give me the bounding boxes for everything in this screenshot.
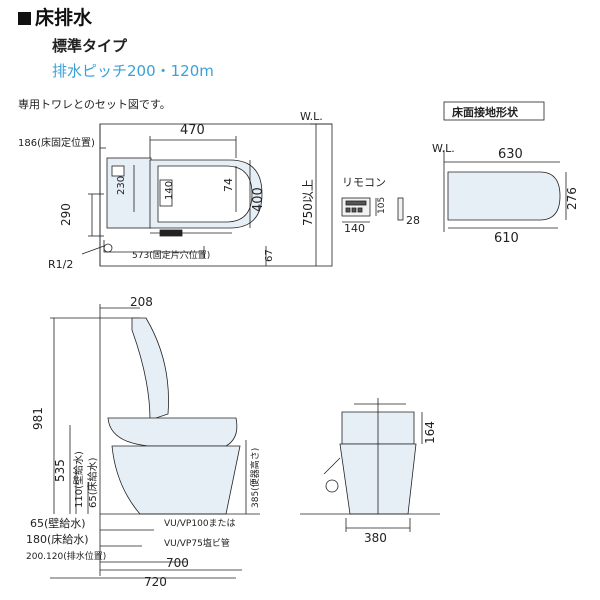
- side-dim-65v: 65(床給水): [86, 457, 99, 508]
- front-dim-164: 164: [423, 421, 437, 444]
- side-dim-535: 535: [53, 459, 67, 482]
- header: 床排水: [18, 6, 92, 30]
- dim-67: 67: [264, 249, 275, 262]
- tank-outline: [106, 157, 152, 229]
- front-view: [300, 398, 440, 532]
- side-dim-110: 110(壁給水): [72, 451, 85, 508]
- dim-140: 140: [164, 181, 175, 200]
- side-dim-385: 385(便器高さ): [249, 448, 261, 508]
- side-dim-180: 180(床給水): [26, 532, 89, 546]
- pipe-label-2: VU/VP75塩ビ管: [164, 537, 230, 549]
- remote-view: [341, 197, 404, 223]
- dim-74: 74: [222, 178, 235, 192]
- dim-750: 750以上: [301, 179, 315, 226]
- side-dim-700: 700: [166, 556, 189, 570]
- side-view: [50, 304, 260, 579]
- side-dim-65: 65(壁給水): [30, 516, 86, 530]
- floor-shape-title: 床面接地形状: [452, 105, 519, 119]
- set-note: 専用トワレとのセット図です。: [18, 98, 171, 111]
- r12-label: R1/2: [48, 258, 73, 271]
- bowl-body: [111, 445, 241, 515]
- dim-290: 290: [59, 203, 73, 226]
- remote-dim-105: 105: [377, 197, 387, 214]
- dim-186: 186(床固定位置): [18, 136, 95, 149]
- seat-outline: [107, 417, 238, 447]
- backrest-outline: [131, 317, 169, 421]
- side-dim-720: 720: [144, 575, 167, 589]
- dim-470: 470: [180, 123, 205, 138]
- pipe-label-1: VU/VP100または: [164, 518, 236, 529]
- dim-230: 230: [116, 176, 127, 195]
- floor-dim-610: 610: [494, 231, 519, 246]
- subtitle: 標準タイプ: [52, 37, 128, 55]
- floor-shape-view: [443, 101, 567, 232]
- drain-pitch: 排水ピッチ200・120m: [52, 62, 214, 80]
- floor-wl-label: W.L.: [432, 142, 455, 155]
- floor-dim-276: 276: [565, 187, 579, 210]
- dim-400: 400: [251, 187, 266, 212]
- remote-dim-140: 140: [344, 222, 365, 235]
- side-dim-981: 981: [31, 407, 45, 430]
- side-dim-208: 208: [130, 295, 153, 309]
- page-title-text: 床排水: [35, 7, 93, 29]
- side-dim-200120: 200.120(排水位置): [26, 550, 106, 562]
- top-view: [81, 123, 333, 267]
- floor-dim-630: 630: [498, 147, 523, 162]
- front-dim-380: 380: [364, 531, 387, 545]
- remote-dim-28: 28: [406, 214, 420, 227]
- dim-573: 573(固定片穴位置): [132, 249, 210, 261]
- page-title: 床排水: [18, 6, 92, 30]
- remote-label: リモコン: [342, 176, 386, 189]
- wl-label: W.L.: [300, 110, 323, 123]
- title-square-icon: [18, 12, 31, 25]
